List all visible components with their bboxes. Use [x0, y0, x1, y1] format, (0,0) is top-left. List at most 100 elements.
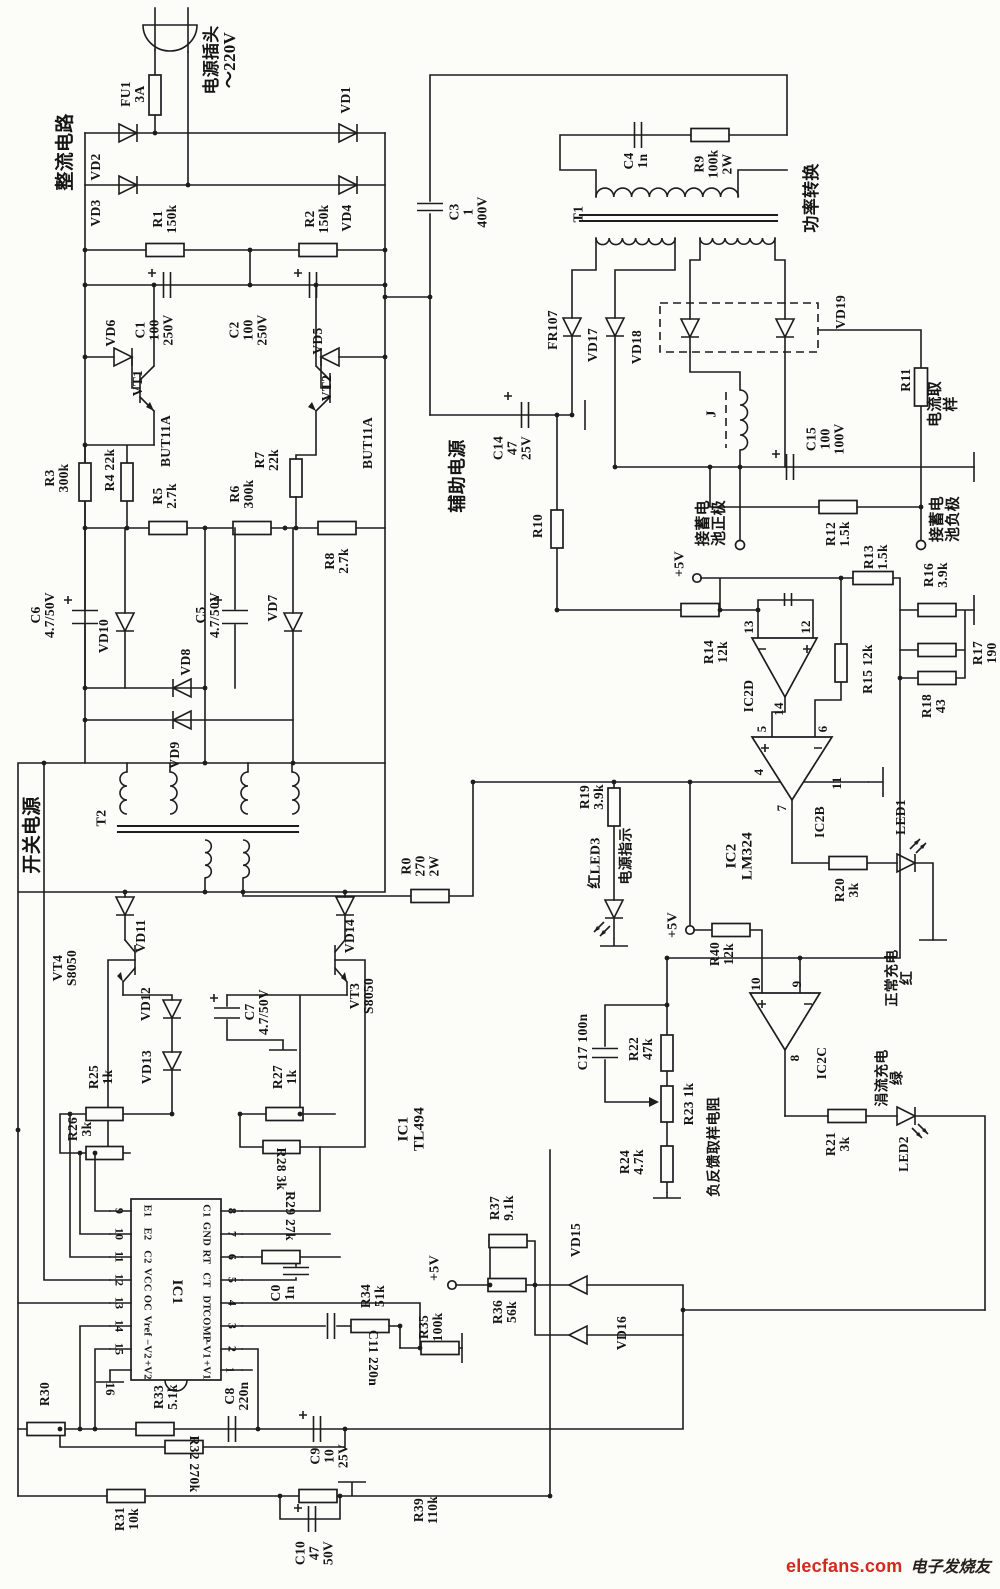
- diode-vd15: [567, 1274, 588, 1296]
- capacitor-c14: [504, 392, 530, 428]
- capacitor-c17: [592, 1047, 618, 1059]
- resistor-r36: [487, 1277, 527, 1293]
- resistor-r31: [106, 1488, 146, 1504]
- resistor-r0: [410, 888, 450, 904]
- diode-vd13: [161, 1051, 183, 1072]
- resistor-r12: [818, 499, 858, 515]
- ground-rail: [868, 767, 884, 797]
- junction-dots: [15, 74, 924, 1499]
- r23-wiper-arrow: [649, 1097, 659, 1107]
- diode-vd1: [338, 122, 359, 144]
- resistor-r29: [261, 1249, 301, 1265]
- opamp-ic2d: [750, 637, 819, 738]
- capacitor-c0: [283, 1266, 309, 1276]
- ic1-chip-body: [130, 1198, 222, 1381]
- resistor-r37: [488, 1233, 528, 1249]
- 5v-terminal-c: [446, 1279, 458, 1291]
- resistor-r13: [852, 570, 894, 586]
- capacitor-c15: [772, 450, 795, 480]
- capacitor-c4: [633, 122, 643, 148]
- led2-symbol: [896, 1105, 929, 1139]
- control-ic-section: [17, 762, 421, 1430]
- transistor-vt3: [319, 938, 366, 1148]
- vd19-dashed-box: [659, 302, 819, 353]
- plug-symbol: [142, 7, 198, 53]
- opamp-ic2b: [750, 736, 834, 864]
- resistor-r7: [289, 458, 303, 498]
- diode-vd11: [114, 896, 136, 917]
- battery-pos-terminal: [734, 539, 746, 551]
- opamp-section: [472, 450, 986, 1311]
- resistor-r35: [420, 1340, 460, 1356]
- fuse-fu1: [148, 74, 162, 116]
- capacitor-c11: [326, 1313, 336, 1339]
- resistor-r20: [828, 855, 868, 871]
- capacitor-c2: [294, 269, 318, 298]
- resistor-r32: [164, 1439, 204, 1455]
- resistor-r15: [834, 643, 848, 683]
- switching-section: [17, 762, 474, 1497]
- diode-vd6: [113, 346, 134, 368]
- resistor-r17: [917, 670, 957, 686]
- diode-vd17: [561, 317, 583, 338]
- diode-vd19a: [679, 318, 701, 339]
- transistor-vt2: [295, 284, 332, 460]
- capacitor-c7: [210, 994, 297, 1051]
- resistor-r9: [690, 127, 730, 143]
- resistor-r33: [135, 1421, 175, 1437]
- resistor-r16: [917, 602, 957, 618]
- ic1-notch: [164, 1379, 188, 1392]
- reference-network: [399, 1233, 986, 1363]
- capacitor-c3: [417, 202, 443, 212]
- capacitor-c5: [214, 596, 248, 625]
- diode-vd2: [118, 122, 139, 144]
- logo-site-text: elecfans.com: [786, 1556, 903, 1576]
- dc-bus: [417, 74, 788, 416]
- ground-r39: [338, 1481, 366, 1496]
- ground-ic1-pin16: [96, 1370, 124, 1383]
- resistor-r1: [145, 242, 185, 258]
- resistor-r28: [262, 1139, 301, 1155]
- battery-neg-terminal: [915, 539, 927, 551]
- transistor-vt4: [107, 938, 137, 1154]
- capacitor-c1: [148, 269, 172, 298]
- capacitor-c10: [294, 1504, 317, 1532]
- elecfans-logo: elecfans.com 电子发烧友: [786, 1553, 996, 1577]
- capacitor-ic2d-fb: [783, 593, 793, 606]
- resistor-r25: [85, 1106, 124, 1122]
- ground-r24: [653, 1192, 681, 1199]
- diode-vd18: [604, 317, 626, 338]
- resistor-r14: [680, 602, 720, 618]
- resistor-r18: [917, 642, 957, 658]
- resistor-r27: [265, 1106, 304, 1122]
- led1-symbol: [896, 838, 927, 874]
- ground-c7: [269, 1040, 297, 1051]
- resistor-r30: [26, 1421, 66, 1437]
- resistor-r3: [78, 462, 92, 502]
- resistor-r40: [711, 922, 751, 938]
- diode-vd8: [171, 677, 192, 699]
- diode-vd4: [338, 174, 359, 196]
- resistor-r23: [660, 1085, 674, 1123]
- diode-vd14: [334, 896, 356, 917]
- aux-supply-section: [429, 392, 586, 611]
- resistor-r34: [350, 1318, 390, 1334]
- transformer-t2: [116, 771, 300, 879]
- power-conversion-section: [559, 122, 929, 541]
- rectifier-section: [64, 7, 431, 764]
- bottom-network: [17, 1149, 684, 1532]
- transformer-t1: [578, 187, 779, 246]
- capacitor-c6: [64, 596, 98, 625]
- diode-vd10: [114, 612, 136, 633]
- resistor-r8: [317, 520, 357, 536]
- opamp-ic2c: [748, 992, 822, 1117]
- capacitor-c8: [227, 1416, 237, 1442]
- capacitor-c9: [299, 1411, 322, 1442]
- resistor-r39: [298, 1488, 338, 1504]
- resistor-r5: [148, 520, 188, 536]
- 5v-terminal-a: [691, 572, 703, 584]
- resistor-r11: [817, 329, 929, 508]
- diode-vd7: [282, 612, 304, 633]
